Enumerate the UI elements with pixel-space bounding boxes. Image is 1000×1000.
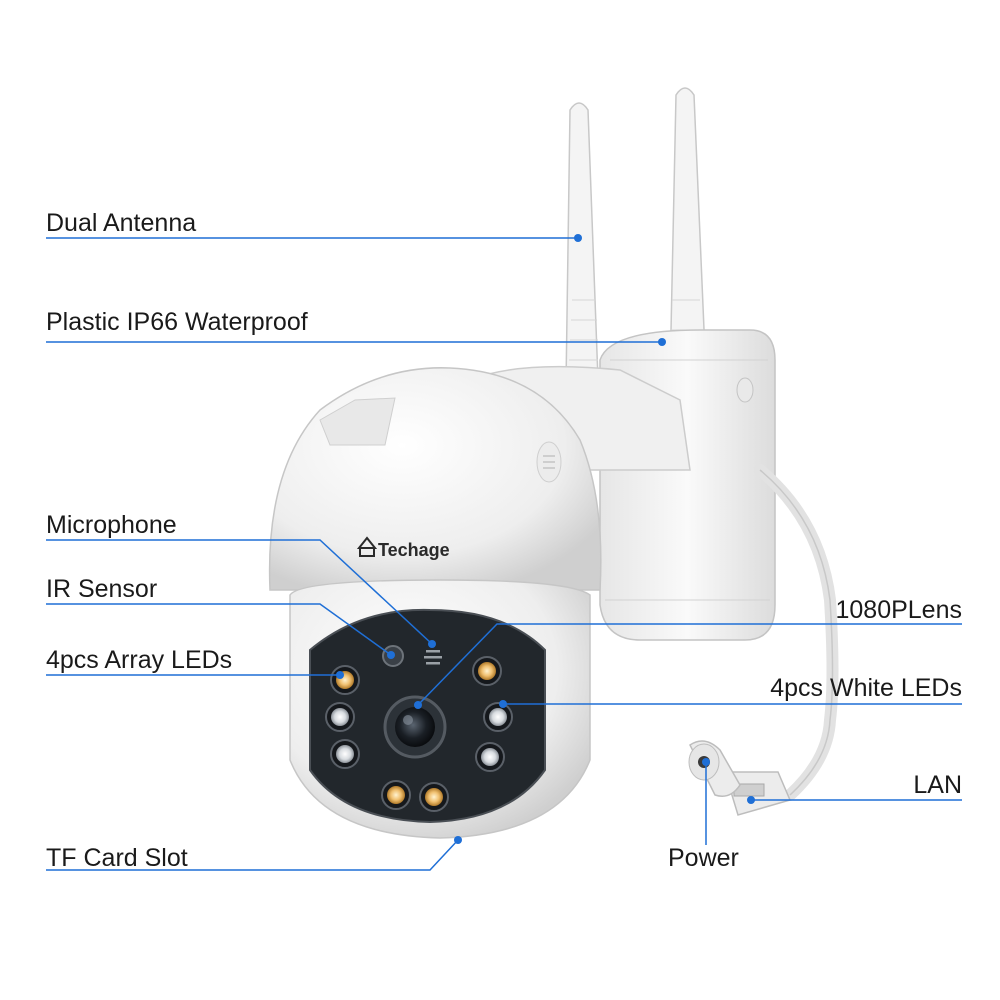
camera-lens xyxy=(383,695,447,759)
leader-lens-dot xyxy=(414,701,422,709)
led-array-3 xyxy=(425,788,443,806)
leader-tf-card-slot-dot xyxy=(454,836,462,844)
label-lan: LAN xyxy=(913,771,962,799)
label-array-leds: 4pcs Array LEDs xyxy=(46,646,233,674)
camera-dome xyxy=(268,367,602,591)
label-dual-antenna: Dual Antenna xyxy=(46,209,197,237)
led-white-right-2 xyxy=(481,748,499,766)
leader-dual-antenna-dot xyxy=(574,234,582,242)
leader-microphone-dot xyxy=(428,640,436,648)
led-white-left-1 xyxy=(331,708,349,726)
led-array-4 xyxy=(478,662,496,680)
label-white-leds: 4pcs White LEDs xyxy=(770,674,962,702)
label-power: Power xyxy=(668,844,739,872)
leader-ir-sensor-dot xyxy=(387,651,395,659)
leader-lan-dot xyxy=(747,796,755,804)
microphone-holes xyxy=(424,650,442,665)
label-microphone: Microphone xyxy=(46,511,177,539)
leader-microphone xyxy=(46,539,433,645)
leader-tf-card-slot xyxy=(46,839,459,871)
svg-text:Techage: Techage xyxy=(378,540,450,560)
antenna-left xyxy=(565,102,599,386)
label-lens: 1080PLens xyxy=(835,596,962,624)
led-array-2 xyxy=(387,786,405,804)
techage-logo: Techage xyxy=(356,536,450,560)
led-white-right-1 xyxy=(489,708,507,726)
label-ir-sensor: IR Sensor xyxy=(46,575,158,603)
leader-plastic-waterproof-dot xyxy=(658,338,666,346)
leader-power-dot xyxy=(702,758,710,766)
label-plastic-waterproof: Plastic IP66 Waterproof xyxy=(46,308,308,336)
label-tf-card-slot: TF Card Slot xyxy=(46,844,188,872)
leader-array-leds-dot xyxy=(336,671,344,679)
led-white-left-2 xyxy=(336,745,354,763)
leader-white-leds-dot xyxy=(499,700,507,708)
leader-ir-sensor xyxy=(46,603,392,656)
leader-lens xyxy=(417,623,962,706)
